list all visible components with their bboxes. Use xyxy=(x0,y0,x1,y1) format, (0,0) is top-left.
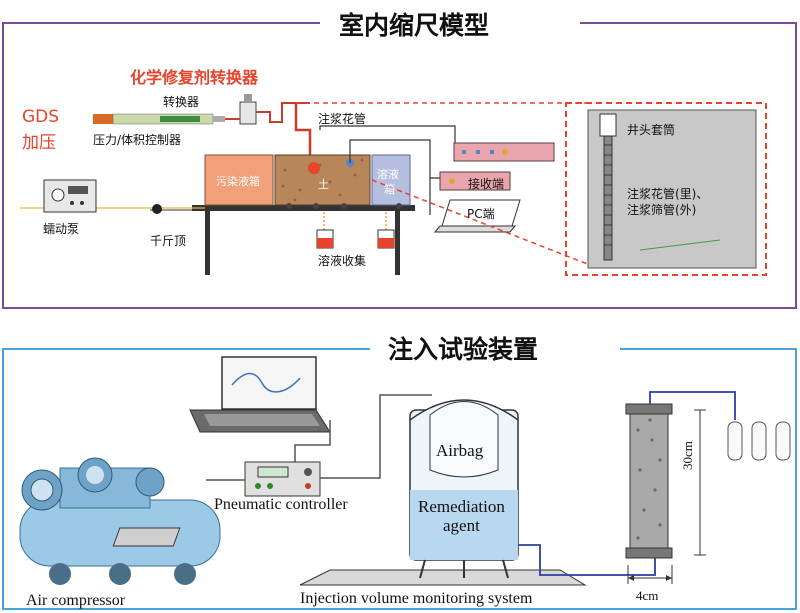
contamination-liquid-box xyxy=(204,154,274,206)
solution-box-label-2: 箱 xyxy=(384,183,395,196)
test-table xyxy=(192,205,415,275)
peristaltic-pump xyxy=(43,179,97,213)
jack-label: 千斤顶 xyxy=(150,234,187,248)
gds-label: GDS xyxy=(22,107,60,127)
soil-chamber xyxy=(274,154,371,206)
collection-label: 溶液收集 xyxy=(318,254,367,268)
contamination-box-label: 污染液箱 xyxy=(216,175,260,188)
remediation-tank xyxy=(409,399,519,579)
bottom-panel-frame xyxy=(2,348,797,610)
bottom-panel-title: 注入试验装置 xyxy=(378,330,549,366)
soil-column xyxy=(625,403,673,559)
receiver-label: 接收端 xyxy=(468,177,505,191)
width-dimension-label: 4cm xyxy=(636,588,659,603)
agent-label-1: Remediation xyxy=(418,497,505,516)
zoom-frame xyxy=(565,102,767,276)
pneumatic-controller xyxy=(244,461,321,497)
jack-icon xyxy=(152,204,162,214)
monitoring-label: Injection volume monitoring system xyxy=(300,590,533,607)
compressor-label: Air compressor xyxy=(26,592,126,609)
pneumatic-controller-label: Pneumatic controller xyxy=(214,496,348,513)
receiver-unit xyxy=(439,171,511,191)
pc-label: PC端 xyxy=(467,207,495,221)
soil-label: 土 xyxy=(318,178,329,191)
solution-box-label-1: 溶液 xyxy=(377,168,399,181)
well-casing-label: 井头套筒 xyxy=(627,123,676,137)
pump-label: 蠕动泵 xyxy=(43,222,80,236)
converter-label: 转换器 xyxy=(163,95,200,109)
balance-display xyxy=(112,527,181,547)
collection-bottle-right xyxy=(377,229,395,249)
inset-label-2: 注浆筛管(外) xyxy=(627,203,697,217)
pressure-volume-controller xyxy=(93,113,225,125)
controller-label: 压力/体积控制器 xyxy=(93,133,182,147)
injection-point xyxy=(308,162,320,174)
height-dimension-label: 30cm xyxy=(680,441,695,470)
grout-pipe-label: 注浆花管 xyxy=(318,112,367,126)
top-panel-title: 室内缩尺模型 xyxy=(329,6,500,42)
monitoring-platform xyxy=(299,569,587,586)
converter-title: 化学修复剂转换器 xyxy=(130,68,259,87)
sample-tubes xyxy=(727,421,791,461)
inset-label-1: 注浆花管(里)、 xyxy=(627,187,709,201)
pc-terminal xyxy=(433,199,521,233)
top-panel-frame xyxy=(2,22,797,309)
airbag-label: Airbag xyxy=(436,441,484,460)
collection-bottle-left xyxy=(316,229,334,249)
converter-device xyxy=(225,94,296,125)
agent-label-2: agent xyxy=(443,516,480,535)
pressurize-label: 加压 xyxy=(22,133,56,153)
